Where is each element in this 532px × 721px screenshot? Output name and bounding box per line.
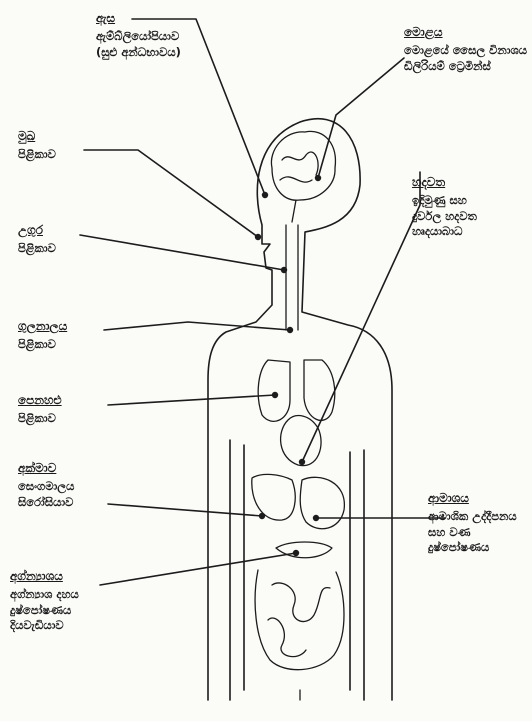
heart xyxy=(281,416,321,466)
stomach xyxy=(300,477,344,528)
label-heart-line-2: දුර්වල හදවත xyxy=(412,209,477,225)
label-brain-title: මොළය xyxy=(404,24,527,40)
label-mouth-title: මුඛ xyxy=(18,128,56,144)
dot-esophagus xyxy=(287,327,293,333)
label-brain-line-1: මොළයේ සෛල විනාශය xyxy=(404,43,527,59)
leader-pancreas xyxy=(100,553,296,585)
liver xyxy=(252,474,295,520)
label-stomach-line-2: සහ වණ xyxy=(428,525,517,541)
label-throat-line-1: පිළිකාව xyxy=(18,241,56,257)
dot-eye xyxy=(262,192,268,198)
label-stomach: ආමාශය ආමාශික උද්දීපනය සහ වණ දුෂ්පෝෂණය xyxy=(428,490,517,556)
leader-esophagus xyxy=(104,322,290,330)
dot-lungs xyxy=(272,392,278,398)
label-brain: මොළය මොළයේ සෛල විනාශය ඩිලිරියම් ට්‍රෙමින… xyxy=(404,24,527,74)
label-eye-title: ඇස xyxy=(96,10,181,26)
label-pancreas: අග්න්‍යාශය අග්න්‍යාශ දහය දුෂ්පෝෂණය දියවැ… xyxy=(10,568,79,634)
label-eye: ඇස ඇම්බ්ලියෝපියාව (සුළු අන්ධභාවය) xyxy=(96,10,181,60)
dot-mouth xyxy=(255,234,261,240)
label-heart-line-3: හෘදයාබාධ xyxy=(412,224,477,240)
label-liver-line-1: සෙංගමාලය xyxy=(18,479,74,495)
leader-mouth xyxy=(84,150,258,237)
label-esophagus: ගුලනාලය පිළිකාව xyxy=(18,318,67,353)
label-heart-line-1: ඉදිමුණු සහ xyxy=(412,193,477,209)
label-esophagus-title: ගුලනාලය xyxy=(18,318,67,334)
label-pancreas-line-1: අග්න්‍යාශ දහය xyxy=(10,587,79,603)
label-pancreas-title: අග්න්‍යාශය xyxy=(10,568,79,584)
esophagus xyxy=(286,225,298,330)
label-throat: උගුර පිළිකාව xyxy=(18,222,56,257)
label-lungs: පෙනහළු පිළිකාව xyxy=(18,392,62,427)
dot-pancreas xyxy=(293,550,299,556)
dot-heart xyxy=(299,459,305,465)
label-esophagus-line-1: පිළිකාව xyxy=(18,337,67,353)
leader-liver xyxy=(108,504,262,516)
dot-throat xyxy=(281,267,287,273)
label-brain-line-2: ඩිලිරියම් ට්‍රෙමින්ස් xyxy=(404,59,527,75)
label-pancreas-line-2: දුෂ්පෝෂණය xyxy=(10,603,79,619)
dot-brain xyxy=(315,175,321,181)
label-stomach-line-1: ආමාශික උද්දීපනය xyxy=(428,509,517,525)
left-lung xyxy=(258,360,290,421)
leader-lungs xyxy=(108,395,275,405)
dot-liver xyxy=(259,513,265,519)
label-throat-title: උගුර xyxy=(18,222,56,238)
leader-brain xyxy=(318,58,404,178)
label-mouth-line-1: පිළිකාව xyxy=(18,147,56,163)
label-mouth: මුඛ පිළිකාව xyxy=(18,128,56,163)
label-heart-title: හදවත xyxy=(412,174,477,190)
label-eye-line-2: (සුළු අන්ධභාවය) xyxy=(96,45,181,61)
dot-stomach xyxy=(313,515,319,521)
label-lungs-line-1: පිළිකාව xyxy=(18,411,62,427)
brain xyxy=(271,131,335,222)
label-lungs-title: පෙනහළු xyxy=(18,392,62,408)
label-liver-line-2: සිරෝසියාව xyxy=(18,495,74,511)
label-liver: අක්මාව සෙංගමාලය සිරෝසියාව xyxy=(18,460,74,510)
label-eye-line-1: ඇම්බ්ලියෝපියාව xyxy=(96,29,181,45)
intestines xyxy=(255,570,344,700)
leader-throat xyxy=(80,235,284,270)
label-heart: හදවත ඉදිමුණු සහ දුර්වල හදවත හෘදයාබාධ xyxy=(412,174,477,240)
label-stomach-title: ආමාශය xyxy=(428,490,517,506)
label-pancreas-line-3: දියවැඩියාව xyxy=(10,618,79,634)
right-lung xyxy=(304,360,335,420)
label-stomach-line-3: දුෂ්පෝෂණය xyxy=(428,540,517,556)
label-liver-title: අක්මාව xyxy=(18,460,74,476)
